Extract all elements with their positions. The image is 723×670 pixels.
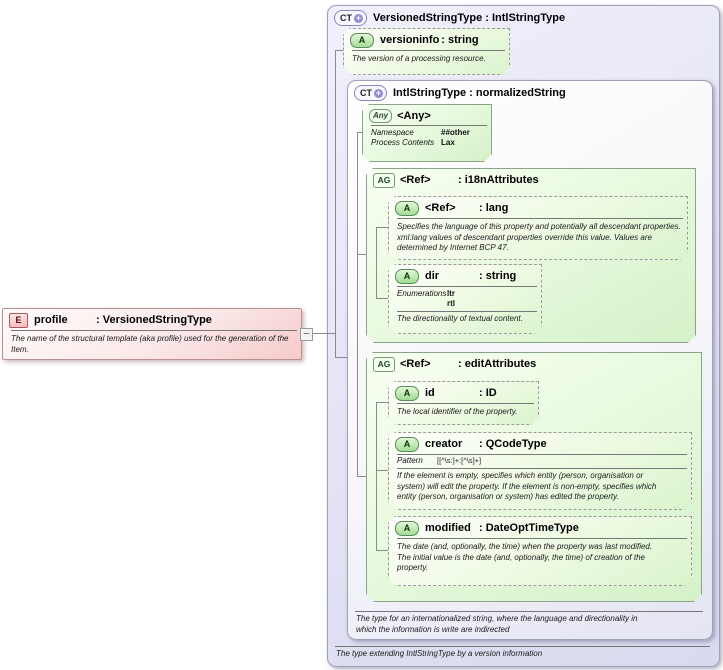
connector-line [357,476,366,477]
attrgroup-badge-icon: AG [373,357,395,372]
plus-icon: + [354,12,363,23]
attribute-box-lang[interactable]: A <Ref> : lang Specifies the language of … [388,196,688,260]
prop-label: Namespace [371,128,414,137]
attrgroup-badge-icon: AG [373,173,395,188]
attribute-badge-icon: A [395,386,419,401]
connector-line [376,550,388,551]
connector-line [357,254,366,255]
complextype-title: IntlStringType : normalizedString [393,86,566,99]
divider [355,611,703,612]
attribute-badge-icon: A [350,33,374,48]
divider [371,125,487,126]
connector-line [336,357,348,358]
any-badge-icon: Any [369,109,392,123]
complextype-title: VersionedStringType : IntlStringType [373,11,566,24]
prop-value: ##other [441,128,470,137]
attrgroup-type: : editAttributes [458,358,537,370]
divider [397,454,687,455]
attribute-name: versioninfo [380,34,440,46]
attribute-name: <Ref> [425,202,456,214]
attribute-badge-icon: A [395,437,419,452]
divider [335,646,710,647]
annotation-text: The name of the structural template (aka… [11,334,289,354]
divider [397,218,683,219]
annotation-text: The type extending IntlStringType by a v… [336,649,543,658]
attribute-name: creator [425,438,463,450]
connector-line [376,298,388,299]
element-badge-icon: E [9,313,28,328]
element-name: profile [34,314,68,326]
attribute-badge-icon: A [395,201,419,216]
prop-label: Pattern [397,456,423,465]
attribute-type: : ID [479,387,497,399]
enum-value: rtl [447,299,455,308]
connector-line [312,333,336,334]
attribute-type: : QCodeType [479,438,547,450]
complextype-badge-icon: CT+ [354,85,387,101]
attribute-name: modified [425,522,471,534]
connector-line [376,227,388,228]
attribute-box-versioninfo[interactable]: A versioninfo: string The version of a p… [343,28,510,75]
attrgroup-name: <Ref> [400,358,431,370]
element-box-profile[interactable]: E profile : VersionedStringType The name … [2,308,302,360]
prop-label: Enumerations [397,289,447,298]
divider [397,403,534,404]
attribute-type: : string [441,34,479,46]
attribute-type: : DateOptTimeType [479,522,579,534]
connector-line [335,50,336,358]
connector-line [376,227,377,299]
attribute-badge-icon: A [395,269,419,284]
attribute-name: dir [425,270,440,282]
pattern-value: [[^\s:]+:[^\s]+] [437,456,482,465]
attribute-type: : lang [479,202,509,214]
attribute-box-modified[interactable]: A modified : DateOptTimeType The date (an… [388,516,692,586]
any-wildcard-box[interactable]: Any <Any> Namespace ##other Process Conte… [362,104,492,162]
annotation-text: The version of a processing resource. [352,54,486,63]
annotation-text: The type for an internationalized string… [356,614,638,634]
connector-line [357,132,364,133]
element-type: : VersionedStringType [96,314,212,326]
connector-line [336,50,344,51]
divider [397,311,537,312]
annotation-text: The local identifier of the property. [397,407,518,416]
enum-value: ltr [447,289,455,298]
divider [352,50,505,51]
attrgroup-name: <Ref> [400,174,431,186]
divider [397,286,537,287]
annotation-text: If the element is empty, specifies which… [397,471,657,501]
collapse-toggle-icon[interactable]: – [300,328,313,341]
any-name: <Any> [397,109,431,122]
annotation-text: The directionality of textual content. [397,314,523,323]
attribute-type: : string [479,270,517,282]
connector-line [357,132,358,477]
divider [397,538,687,539]
annotation-text: The date (and, optionally, the time) whe… [397,542,653,572]
connector-line [376,402,377,550]
attribute-name: id [425,387,435,399]
attribute-box-id[interactable]: A id : ID The local identifier of the pro… [388,381,539,425]
divider [397,468,687,469]
complextype-badge-icon: CT+ [334,10,367,26]
attribute-badge-icon: A [395,521,419,536]
plus-icon: + [374,87,383,98]
annotation-text: Specifies the language of this property … [397,222,681,252]
prop-value: Lax [441,138,455,147]
attrgroup-type: : i18nAttributes [458,174,539,186]
divider [11,330,297,331]
prop-label: Process Contents [371,138,435,147]
attribute-box-creator[interactable]: A creator : QCodeType Pattern [[^\s:]+:[^\… [388,432,692,510]
connector-line [376,470,388,471]
connector-line [376,402,388,403]
